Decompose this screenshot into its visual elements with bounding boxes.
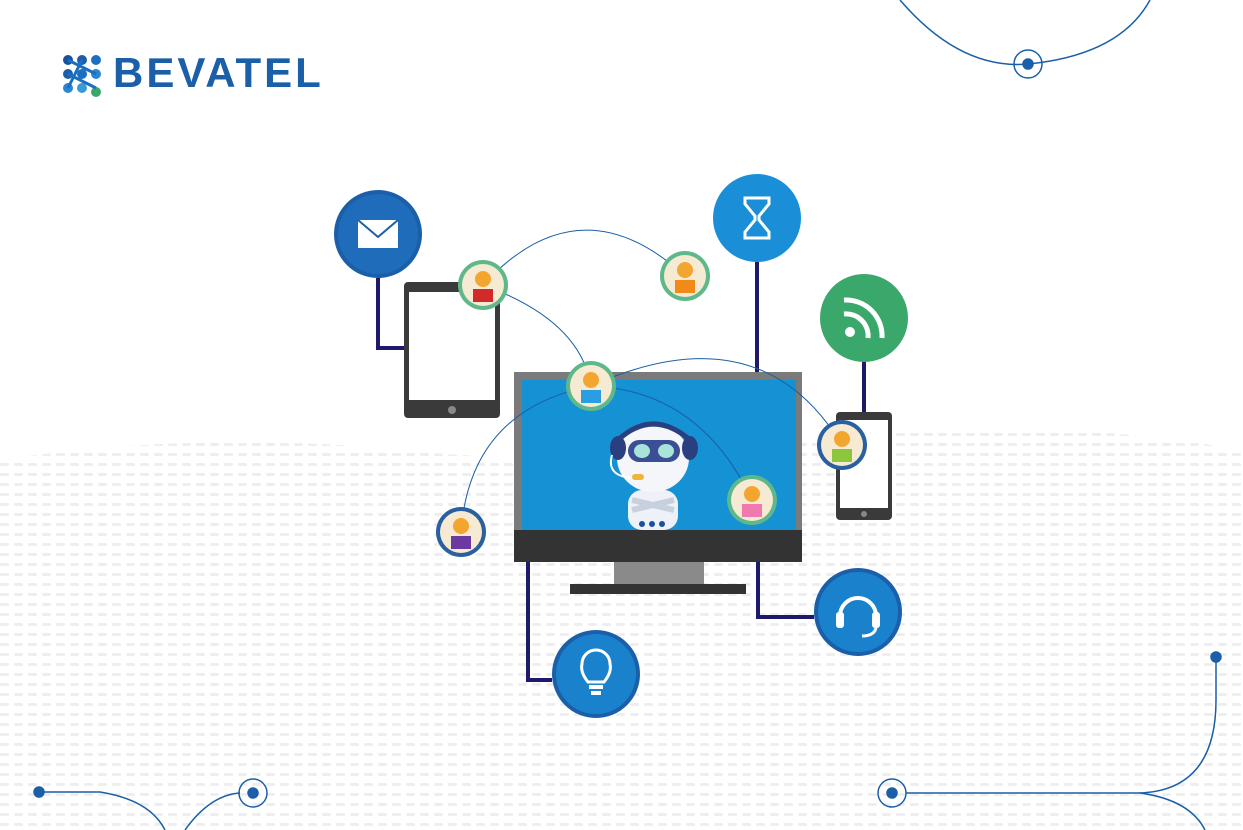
headset-icon bbox=[814, 568, 902, 656]
background-wave-texture bbox=[0, 427, 1243, 830]
hourglass-icon bbox=[713, 174, 801, 262]
corner-decorations bbox=[33, 0, 1222, 830]
connector-lines bbox=[376, 262, 866, 682]
avatar-pink bbox=[727, 475, 777, 525]
robot-icon bbox=[610, 421, 698, 530]
avatar-green bbox=[817, 420, 867, 470]
lightbulb-icon bbox=[552, 630, 640, 718]
brand-logo-mark bbox=[63, 55, 101, 97]
avatar-purple bbox=[436, 507, 486, 557]
avatar-blue bbox=[566, 361, 616, 411]
avatar-orange bbox=[660, 251, 710, 301]
email-icon bbox=[334, 190, 422, 278]
wifi-icon bbox=[820, 274, 908, 362]
brand-logo-text: BEVATEL bbox=[113, 49, 324, 96]
avatar-red bbox=[458, 260, 508, 310]
tablet-device bbox=[404, 282, 500, 418]
